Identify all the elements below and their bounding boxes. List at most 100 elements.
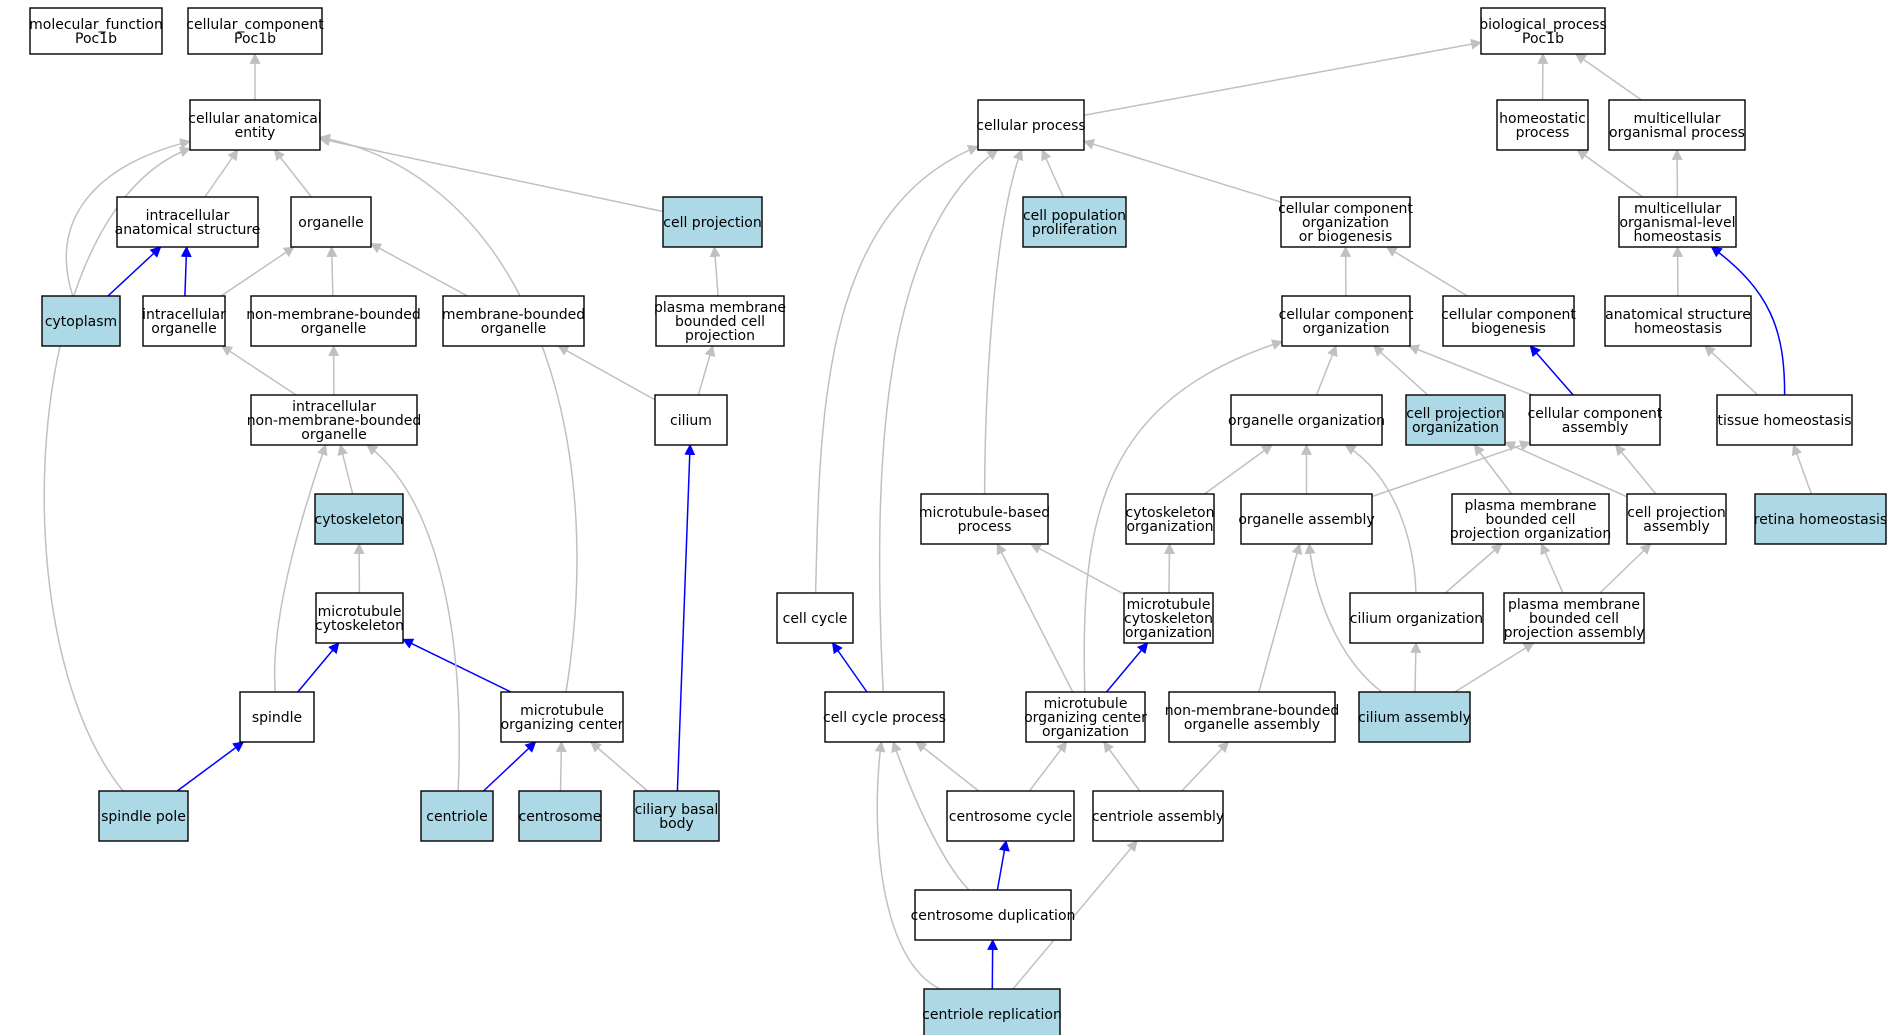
go-term-box-microtubule-organizing-center[interactable] bbox=[500, 691, 624, 743]
go-term-node-retina-homeostasis[interactable]: retina homeostasis bbox=[1754, 493, 1887, 545]
go-term-node-cilium[interactable]: cilium bbox=[654, 394, 728, 446]
go-term-node-cilium-organization[interactable]: cilium organization bbox=[1349, 592, 1484, 644]
go-term-node-centrosome[interactable]: centrosome bbox=[518, 790, 602, 842]
go-term-box-plasma-membrane-bounded-cell-projection[interactable] bbox=[655, 295, 785, 347]
go-term-node-cell-projection[interactable]: cell projection bbox=[662, 196, 763, 248]
go-term-node-cell-cycle-process[interactable]: cell cycle process bbox=[823, 691, 946, 743]
go-term-box-nmb-organelle-assembly[interactable] bbox=[1168, 691, 1336, 743]
go-term-box-multicellular-organismal-process[interactable] bbox=[1608, 99, 1746, 151]
go-term-node-organelle-organization[interactable]: organelle organization bbox=[1228, 394, 1385, 446]
go-term-node-centriole[interactable]: centriole bbox=[420, 790, 494, 842]
go-term-box-cell-cycle[interactable] bbox=[776, 592, 854, 644]
go-term-box-cytoskeleton[interactable] bbox=[314, 493, 404, 545]
go-term-box-cc-org-or-biogenesis[interactable] bbox=[1280, 196, 1411, 248]
go-term-box-tissue-homeostasis[interactable] bbox=[1716, 394, 1853, 446]
go-term-node-organelle-assembly[interactable]: organelle assembly bbox=[1238, 493, 1375, 545]
go-term-box-membrane-bounded-organelle[interactable] bbox=[442, 295, 585, 347]
go-term-node-cell-cycle[interactable]: cell cycle bbox=[776, 592, 854, 644]
go-term-box-mtoc-organization[interactable] bbox=[1025, 691, 1146, 743]
go-term-node-organelle[interactable]: organelle bbox=[290, 196, 372, 248]
go-term-box-centrosome-cycle[interactable] bbox=[946, 790, 1075, 842]
go-term-box-cellular-component-assembly[interactable] bbox=[1529, 394, 1661, 446]
go-term-node-tissue-homeostasis[interactable]: tissue homeostasis bbox=[1716, 394, 1853, 446]
go-term-node-cilium-assembly[interactable]: cilium assembly bbox=[1358, 691, 1471, 743]
go-term-box-cytoskeleton-organization[interactable] bbox=[1125, 493, 1215, 545]
go-term-box-centrosome[interactable] bbox=[518, 790, 602, 842]
go-term-box-intracellular-nmb-organelle[interactable] bbox=[250, 394, 418, 446]
go-term-box-pmb-cell-projection-organization[interactable] bbox=[1451, 493, 1610, 545]
go-term-box-organelle-organization[interactable] bbox=[1230, 394, 1383, 446]
go-term-box-centriole-assembly[interactable] bbox=[1092, 790, 1224, 842]
go-term-box-cellular-component-organization[interactable] bbox=[1281, 295, 1411, 347]
go-term-box-microtubule-cytoskeleton[interactable] bbox=[315, 592, 404, 644]
go-term-box-spindle[interactable] bbox=[239, 691, 315, 743]
go-term-box-centriole[interactable] bbox=[420, 790, 494, 842]
go-term-box-cilium-organization[interactable] bbox=[1349, 592, 1484, 644]
go-term-box-cell-projection[interactable] bbox=[662, 196, 763, 248]
go-term-box-non-membrane-bounded-organelle[interactable] bbox=[250, 295, 417, 347]
go-term-box-centrosome-duplication[interactable] bbox=[914, 889, 1072, 941]
go-term-box-cell-projection-organization[interactable] bbox=[1405, 394, 1506, 446]
go-term-box-ciliary-basal-body[interactable] bbox=[633, 790, 720, 842]
go-term-node-spindle[interactable]: spindle bbox=[239, 691, 315, 743]
go-term-node-cellular-process[interactable]: cellular process bbox=[976, 99, 1086, 151]
go-term-box-cilium-assembly[interactable] bbox=[1358, 691, 1471, 743]
go-term-node-cytoplasm[interactable]: cytoplasm bbox=[41, 295, 121, 347]
go-term-node-centrosome-cycle[interactable]: centrosome cycle bbox=[946, 790, 1075, 842]
go-term-box-anatomical-structure-homeostasis[interactable] bbox=[1604, 295, 1752, 347]
go-term-box-bp-root[interactable] bbox=[1480, 7, 1606, 55]
go-term-box-cellular-anatomical-entity[interactable] bbox=[189, 99, 321, 151]
go-term-node-centriole-replication[interactable]: centriole replication bbox=[922, 988, 1062, 1035]
go-term-box-microtubule-cytoskeleton-organization[interactable] bbox=[1123, 592, 1214, 644]
go-term-box-microtubule-based-process[interactable] bbox=[920, 493, 1049, 545]
go-term-box-intracellular-organelle[interactable] bbox=[142, 295, 226, 347]
go-term-box-pmb-cell-projection-assembly[interactable] bbox=[1503, 592, 1645, 644]
go-term-box-cc-root[interactable] bbox=[187, 7, 323, 55]
go-term-box-cilium[interactable] bbox=[654, 394, 728, 446]
go-term-node-spindle-pole[interactable]: spindle pole bbox=[98, 790, 189, 842]
go-term-node-cytoskeleton[interactable]: cytoskeleton bbox=[314, 493, 404, 545]
go-term-box-cellular-process[interactable] bbox=[977, 99, 1085, 151]
go-term-node-centrosome-duplication[interactable]: centrosome duplication bbox=[911, 889, 1076, 941]
go-term-box-cytoplasm[interactable] bbox=[41, 295, 121, 347]
go-term-box-spindle-pole[interactable] bbox=[98, 790, 189, 842]
go-term-box-multicellular-organismal-level-homeostasis[interactable] bbox=[1618, 196, 1737, 248]
go-term-node-centriole-assembly[interactable]: centriole assembly bbox=[1092, 790, 1224, 842]
go-term-box-homeostatic-process[interactable] bbox=[1496, 99, 1589, 151]
go-term-box-intracellular-anatomical-structure[interactable] bbox=[116, 196, 259, 248]
go-term-box-mf-root[interactable] bbox=[29, 7, 163, 55]
go-term-box-centriole-replication[interactable] bbox=[923, 988, 1061, 1035]
go-term-box-cellular-component-biogenesis[interactable] bbox=[1442, 295, 1575, 347]
go-term-box-cell-projection-assembly[interactable] bbox=[1626, 493, 1727, 545]
go-term-box-organelle-assembly[interactable] bbox=[1240, 493, 1373, 545]
